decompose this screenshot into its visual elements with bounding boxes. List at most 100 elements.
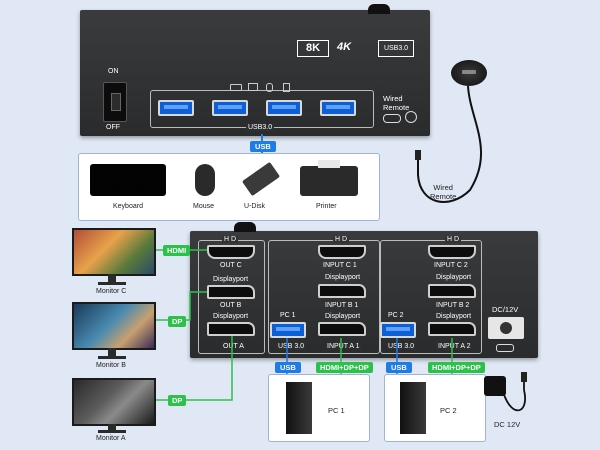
power-adapter-icon xyxy=(484,376,506,396)
input-c1-label: INPUT C 1 xyxy=(323,262,357,269)
out-b-dp-label: Displayport xyxy=(213,313,249,320)
device-wired-remote-label: Wired Remote xyxy=(383,94,410,112)
pc1-name: PC 1 xyxy=(328,406,345,415)
dp-input-a2-port[interactable] xyxy=(428,322,476,336)
input-b2-label: INPUT B 2 xyxy=(436,302,470,309)
monitor-c-stand xyxy=(108,274,116,282)
input-b1-dp-label: Displayport xyxy=(325,313,361,320)
switch-knob[interactable] xyxy=(234,222,256,232)
hdmi-connection-tag: HDMI xyxy=(163,245,191,256)
pc2-name: PC 2 xyxy=(440,406,457,415)
dp-out-a-port[interactable] xyxy=(207,322,255,336)
dc-label: DC/12V xyxy=(492,305,519,314)
pc1-hd-label: H D xyxy=(333,236,350,243)
input-c2-label: INPUT C 2 xyxy=(434,262,468,269)
adapter-label: DC 12V xyxy=(494,420,521,429)
dp-input-b1-port[interactable] xyxy=(318,284,366,298)
monitor-a-stand xyxy=(108,424,116,430)
input-a1-label: INPUT A 1 xyxy=(325,343,362,350)
dp-input-a1-port[interactable] xyxy=(318,322,366,336)
power-off-label: OFF xyxy=(106,124,120,131)
power-rocker xyxy=(111,93,121,111)
pc2-tower-icon xyxy=(400,382,426,434)
mouse-mini-icon xyxy=(266,83,273,92)
dp-out-b-port[interactable] xyxy=(207,285,255,299)
top-usb-port-3[interactable] xyxy=(266,100,302,116)
printer-icon xyxy=(300,166,358,196)
hdmi-input-c2-port[interactable] xyxy=(428,245,476,259)
monitor-a-label: Monitor A xyxy=(96,435,126,442)
monitor-c-base xyxy=(98,282,126,285)
badge-usb30: USB3.0 xyxy=(378,40,414,57)
pc2-usb-port[interactable] xyxy=(380,322,416,338)
keyboard-mini-icon xyxy=(230,84,242,91)
input-a2-label: INPUT A 2 xyxy=(436,343,473,350)
monitor-c-label: Monitor C xyxy=(96,288,127,295)
input-b1-label: INPUT B 1 xyxy=(325,302,359,309)
peripheral-mouse-label: Mouse xyxy=(193,203,215,210)
remote-port-icon xyxy=(405,111,417,123)
peripheral-keyboard-label: Keyboard xyxy=(113,203,143,210)
pc1-multi-tag: HDMI+DP+DP xyxy=(316,362,373,373)
monitor-b xyxy=(72,302,156,350)
monitor-a-base xyxy=(98,430,126,433)
top-knob[interactable] xyxy=(368,4,390,14)
mouse-icon xyxy=(195,164,215,196)
dc-port-hole xyxy=(500,322,512,334)
power-on-label: ON xyxy=(108,68,119,75)
pc1-panel xyxy=(268,374,370,442)
pc1-usb-port[interactable] xyxy=(270,322,306,338)
pc2-group-frame xyxy=(380,240,482,354)
dp-input-b2-port[interactable] xyxy=(428,284,476,298)
dc-port[interactable] xyxy=(488,317,524,339)
out-b-label: OUT B xyxy=(220,302,242,309)
monitor-a xyxy=(72,378,156,426)
dc-polarity-icon xyxy=(496,344,514,352)
monitor-c xyxy=(72,228,156,276)
out-hd-label: H D xyxy=(222,236,239,243)
remote-port[interactable] xyxy=(383,114,401,123)
remote-cable-label: Wired Remote xyxy=(430,183,457,201)
pc1-usb-tag: USB xyxy=(275,362,301,373)
pc1-group-frame xyxy=(268,240,380,354)
udisk-mini-icon xyxy=(283,83,290,92)
keyboard-icon xyxy=(90,164,166,196)
pc2-label: PC 2 xyxy=(388,312,404,319)
top-usb-port-2[interactable] xyxy=(212,100,248,116)
peripheral-udisk-label: U-Disk xyxy=(244,203,265,210)
peripheral-printer-label: Printer xyxy=(316,203,337,210)
adapter-cable xyxy=(501,372,527,412)
pc1-usb30-label: USB 3.0 xyxy=(276,343,307,350)
monitor-b-label: Monitor B xyxy=(96,362,126,369)
pc2-usb-tag: USB xyxy=(386,362,412,373)
pc2-multi-tag: HDMI+DP+DP xyxy=(428,362,485,373)
dp-b-connection-tag: DP xyxy=(168,316,187,327)
out-c-dp-label: Displayport xyxy=(213,276,249,283)
power-switch[interactable] xyxy=(103,82,127,122)
out-c-label: OUT C xyxy=(220,262,242,269)
pc1-tower-icon xyxy=(286,382,312,434)
input-c2-dp-label: Displayport xyxy=(436,274,472,281)
top-usb-port-1[interactable] xyxy=(158,100,194,116)
pc2-hd-label: H D xyxy=(445,236,462,243)
badge-8k: 8K xyxy=(297,40,329,57)
top-usb-port-4[interactable] xyxy=(320,100,356,116)
input-c1-dp-label: Displayport xyxy=(325,274,361,281)
pc1-label: PC 1 xyxy=(280,312,296,319)
printer-mini-icon xyxy=(248,83,258,91)
monitor-b-base xyxy=(98,356,126,359)
top-kvm-device xyxy=(80,10,430,136)
monitor-b-stand xyxy=(108,348,116,356)
dp-a-connection-tag: DP xyxy=(168,395,187,406)
badge-4k: 4K xyxy=(337,41,352,53)
remote-cable xyxy=(415,85,482,203)
input-b2-dp-label: Displayport xyxy=(436,313,472,320)
pc2-usb30-label: USB 3.0 xyxy=(386,343,417,350)
out-a-label: OUT A xyxy=(221,343,246,350)
usb-bar-label: USB3.0 xyxy=(246,124,275,131)
hdmi-out-c-port[interactable] xyxy=(207,245,255,259)
hdmi-input-c1-port[interactable] xyxy=(318,245,366,259)
usb-tag: USB xyxy=(250,141,276,152)
remote-puck-logo xyxy=(462,70,476,74)
printer-paper xyxy=(318,160,340,168)
